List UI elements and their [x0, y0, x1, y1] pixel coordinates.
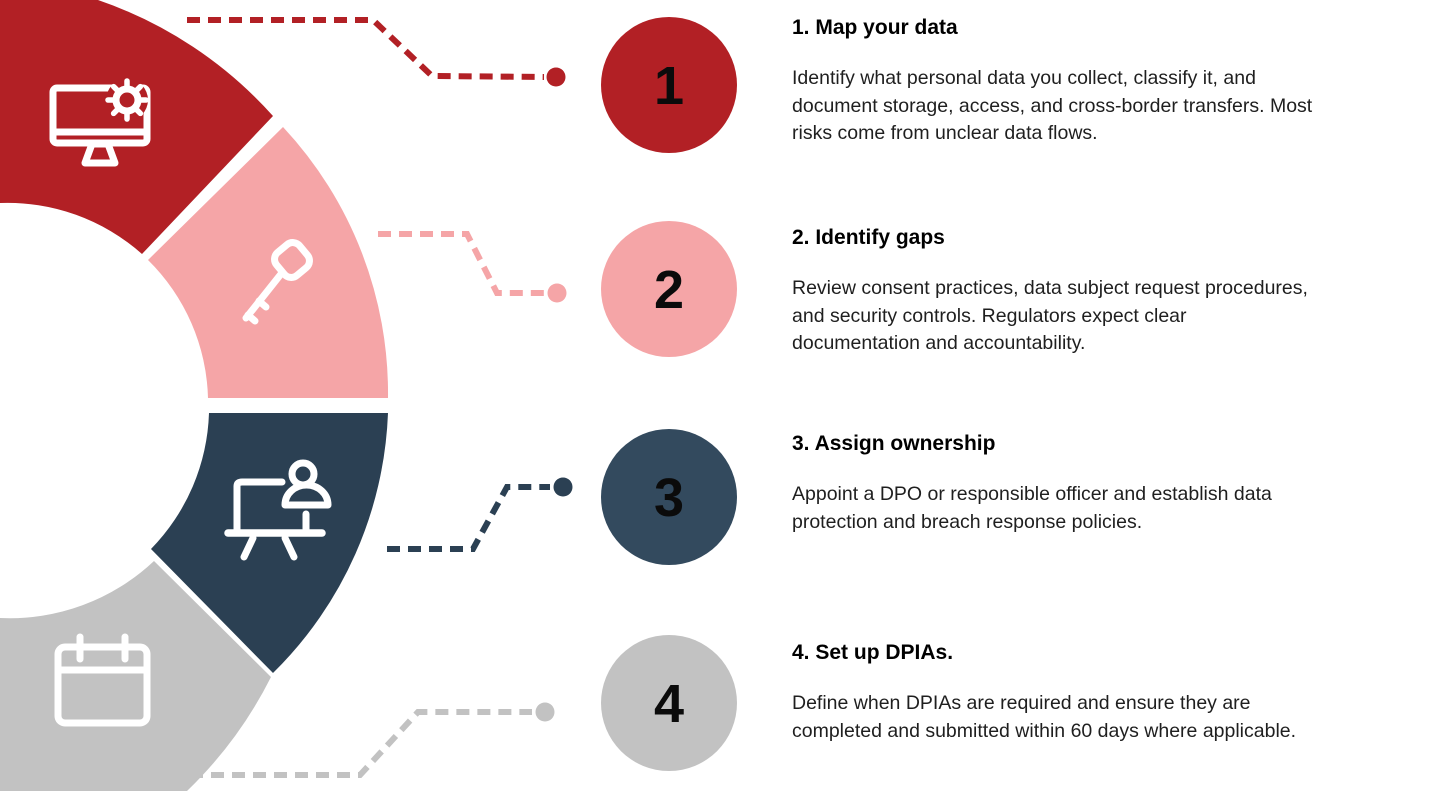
connector-3 — [387, 477, 573, 552]
connector-4 — [190, 702, 555, 778]
donut-segment-4 — [0, 561, 271, 791]
board-leg-left — [240, 534, 257, 561]
donut-segment-1 — [0, 0, 273, 254]
connector-line-3 — [387, 484, 550, 552]
board-outline — [233, 478, 286, 536]
key-head — [271, 239, 313, 281]
step-circle-3: 3 — [601, 429, 737, 565]
person-shoulders — [281, 481, 332, 509]
connector-line-2 — [378, 231, 544, 296]
key-tooth-2 — [244, 311, 259, 325]
step-text-1: 1. Map your data Identify what personal … — [792, 15, 1392, 148]
connector-dot-2 — [547, 283, 567, 303]
step-circle-1-bg — [601, 17, 737, 153]
key-shaft — [242, 270, 285, 322]
calendar-body — [54, 643, 151, 727]
step-body-1: Identify what personal data you collect,… — [792, 67, 1313, 144]
monitor-gear-icon — [49, 78, 151, 167]
step-title-2: 2. Identify gaps — [792, 226, 945, 249]
gear-teeth — [105, 78, 149, 122]
step-circle-4-bg — [601, 635, 737, 771]
step-number-3: 3 — [654, 468, 684, 528]
connector-dot-4 — [535, 702, 555, 722]
step-circle-3-bg — [601, 429, 737, 565]
step-number-4: 4 — [654, 674, 684, 734]
step-text-3: 3. Assign ownership Appoint a DPO or res… — [792, 431, 1392, 536]
step-title-4: 4. Set up DPIAs. — [792, 641, 954, 664]
presentation-person-icon — [224, 459, 332, 561]
step-circle-1: 1 — [601, 17, 737, 153]
key-tooth-1 — [255, 297, 270, 311]
connector-dot-1 — [546, 67, 566, 87]
connector-2 — [378, 231, 567, 303]
step-number-2: 2 — [654, 260, 684, 320]
step-body-2: Review consent practices, data subject r… — [792, 277, 1308, 354]
step-text-4: 4. Set up DPIAs. Define when DPIAs are r… — [792, 640, 1392, 745]
donut-segment-2 — [148, 127, 389, 398]
step-circle-4: 4 — [601, 635, 737, 771]
connector-1 — [187, 17, 566, 87]
step-title-1: 1. Map your data — [792, 16, 958, 39]
step-number-1: 1 — [654, 56, 684, 116]
step-body-4: Define when DPIAs are required and ensur… — [792, 692, 1297, 742]
step-title-3: 3. Assign ownership — [792, 432, 996, 455]
connector-dot-3 — [553, 477, 573, 497]
connector-line-4 — [190, 709, 532, 778]
key-icon — [242, 239, 313, 325]
step-circle-2: 2 — [601, 221, 737, 357]
calendar-icon — [54, 633, 151, 727]
monitor-stand — [81, 140, 119, 167]
connector-line-1 — [187, 17, 545, 80]
step-circle-2-bg — [601, 221, 737, 357]
step-body-3: Appoint a DPO or responsible officer and… — [792, 483, 1272, 533]
step-text-2: 2. Identify gaps Review consent practice… — [792, 225, 1392, 358]
board-leg-right — [281, 534, 298, 561]
donut-segment-3 — [151, 413, 388, 673]
